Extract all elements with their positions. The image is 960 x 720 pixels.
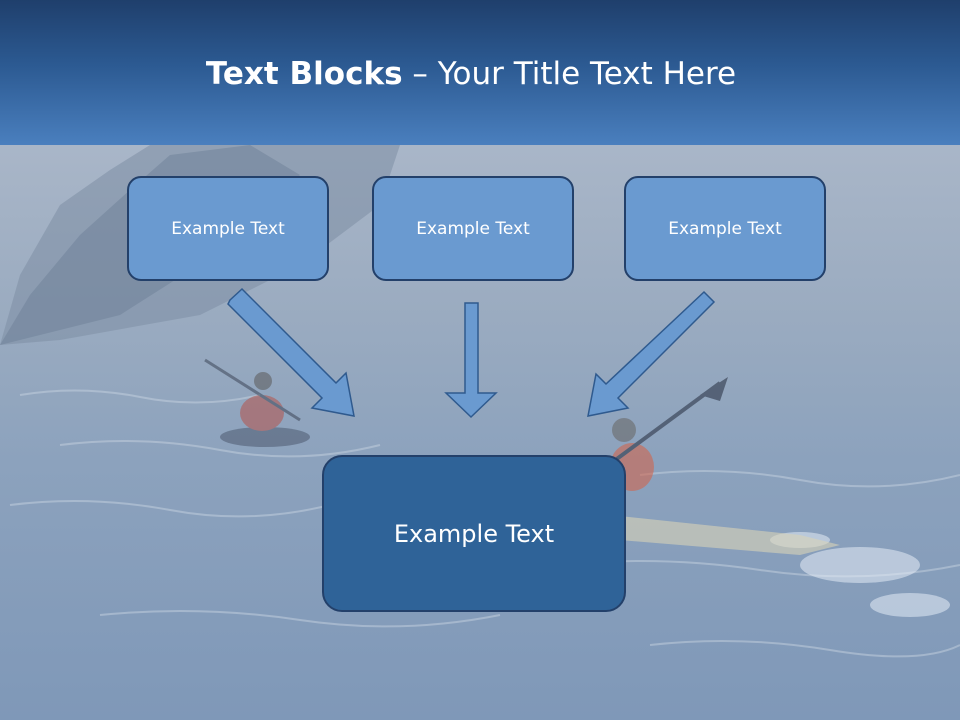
text-block-top-right-label: Example Text xyxy=(668,218,782,239)
slide-title: Text Blocks – Your Title Text Here xyxy=(0,54,942,94)
text-block-top-left-label: Example Text xyxy=(171,218,285,239)
text-block-top-left[interactable]: Example Text xyxy=(127,176,329,281)
arrow-left-down-right xyxy=(227,287,355,417)
text-block-bottom-label: Example Text xyxy=(393,519,555,548)
text-block-bottom[interactable]: Example Text xyxy=(322,455,626,612)
title-rest-text: – Your Title Text Here xyxy=(402,56,737,92)
title-bar: Text Blocks – Your Title Text Here xyxy=(0,0,960,145)
arrow-down xyxy=(444,302,498,419)
title-bold-text: Text Blocks xyxy=(205,56,403,92)
text-block-top-center-label: Example Text xyxy=(416,218,530,239)
arrow-right-down-left xyxy=(587,290,716,417)
text-block-top-right[interactable]: Example Text xyxy=(624,176,826,281)
text-block-top-center[interactable]: Example Text xyxy=(372,176,574,281)
